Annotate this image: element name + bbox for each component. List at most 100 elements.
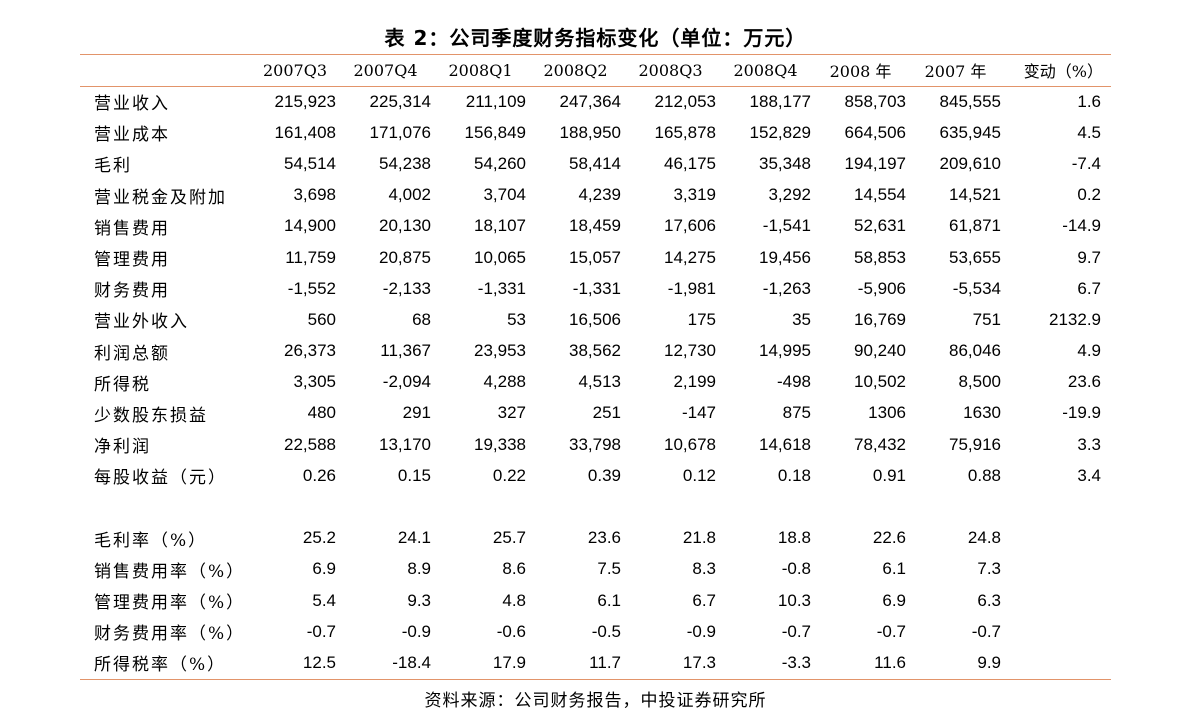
table-cell: 17.3 bbox=[682, 652, 716, 672]
table-cell: 209,610 bbox=[939, 153, 1001, 173]
table-cell: 20,875 bbox=[379, 247, 431, 267]
table-cell: 8.6 bbox=[502, 559, 526, 579]
table-cell: 25.2 bbox=[302, 528, 336, 548]
table-cell: 0.12 bbox=[682, 465, 716, 485]
table-cell: 24.1 bbox=[397, 528, 431, 548]
table-cell: 26,373 bbox=[284, 341, 336, 361]
table-cell: 61,871 bbox=[949, 216, 1001, 236]
table-cell: 4.9 bbox=[1077, 341, 1101, 361]
row-label: 营业外收入 bbox=[94, 312, 189, 333]
table-cell: 845,555 bbox=[939, 91, 1001, 111]
table-cell: 171,076 bbox=[369, 122, 431, 142]
column-header-2007q4: 2007Q4 bbox=[353, 60, 418, 80]
table-cell: 3.3 bbox=[1077, 434, 1101, 454]
table-cell: -1,541 bbox=[762, 216, 811, 236]
table-cell: 3.4 bbox=[1077, 465, 1101, 485]
table-cell: 0.91 bbox=[872, 465, 906, 485]
row-label: 财务费用 bbox=[94, 281, 170, 302]
table-cell: 11.7 bbox=[589, 652, 621, 672]
table-cell: 58,853 bbox=[854, 247, 906, 267]
table-cell: 212,053 bbox=[654, 91, 716, 111]
column-header-label bbox=[80, 54, 252, 86]
table-cell bbox=[1003, 616, 1111, 647]
section-spacer bbox=[80, 491, 1111, 522]
table-cell: 8,500 bbox=[958, 372, 1001, 392]
table-cell: 10,502 bbox=[854, 372, 906, 392]
table-cell: 6.7 bbox=[1077, 278, 1101, 298]
table-cell: 152,829 bbox=[749, 122, 811, 142]
table-cell: 664,506 bbox=[844, 122, 906, 142]
table-cell: 3,704 bbox=[483, 185, 526, 205]
table-cell: 20,130 bbox=[379, 216, 431, 236]
table-cell: 0.22 bbox=[492, 465, 526, 485]
table-cell bbox=[1003, 523, 1111, 554]
table-cell: 0.26 bbox=[302, 465, 336, 485]
table-cell: 6.7 bbox=[692, 590, 716, 610]
table-row: 财务费用-1,552-2,133-1,331-1,331-1,981-1,263… bbox=[80, 273, 1111, 304]
table-cell: -14.9 bbox=[1062, 216, 1101, 236]
table-cell: 52,631 bbox=[854, 216, 906, 236]
table-cell: 68 bbox=[412, 309, 431, 329]
table-cell: -1,552 bbox=[287, 278, 336, 298]
row-label: 管理费用 bbox=[94, 250, 170, 271]
table-cell: 12.5 bbox=[302, 652, 336, 672]
table-cell: -498 bbox=[776, 372, 811, 392]
table-cell: -0.6 bbox=[496, 621, 526, 641]
table-cell: 15,057 bbox=[569, 247, 621, 267]
table-cell: 14,995 bbox=[759, 341, 811, 361]
column-header-2008q2: 2008Q2 bbox=[543, 60, 608, 80]
table-cell: -5,906 bbox=[857, 278, 906, 298]
row-label: 所得税 bbox=[94, 374, 151, 395]
table-cell: 0.39 bbox=[587, 465, 621, 485]
ratio-row: 财务费用率（%）-0.7-0.9-0.6-0.5-0.9-0.7-0.7-0.7 bbox=[80, 616, 1111, 647]
table-cell: 1630 bbox=[963, 403, 1001, 423]
table-cell: 35,348 bbox=[759, 153, 811, 173]
table-cell: 10.3 bbox=[777, 590, 811, 610]
row-label: 营业成本 bbox=[94, 125, 170, 146]
table-cell: 75,916 bbox=[949, 434, 1001, 454]
source-note: 资料来源：公司财务报告，中投证券研究所 bbox=[424, 691, 767, 711]
table-cell: 875 bbox=[782, 403, 811, 423]
table-cell: -0.9 bbox=[686, 621, 716, 641]
table-cell: 14,521 bbox=[949, 185, 1001, 205]
row-label: 净利润 bbox=[94, 437, 151, 458]
table-cell: 14,900 bbox=[284, 216, 336, 236]
table-cell: 0.18 bbox=[777, 465, 811, 485]
table-cell: 156,849 bbox=[464, 122, 526, 142]
table-cell: 480 bbox=[307, 403, 336, 423]
table-cell: -0.7 bbox=[781, 621, 811, 641]
table-cell: -18.4 bbox=[392, 652, 431, 672]
table-cell: -0.8 bbox=[781, 559, 811, 579]
table-cell: 11,367 bbox=[380, 341, 431, 361]
table-cell: 17,606 bbox=[664, 216, 716, 236]
table-cell: 18,107 bbox=[474, 216, 526, 236]
table-cell: 291 bbox=[402, 403, 431, 423]
table-cell: 635,945 bbox=[939, 122, 1001, 142]
table-cell: 13,170 bbox=[379, 434, 431, 454]
table-cell: -1,331 bbox=[572, 278, 621, 298]
table-cell: 2,199 bbox=[673, 372, 716, 392]
table-cell: 24.8 bbox=[967, 528, 1001, 548]
table-cell: 4,239 bbox=[578, 185, 621, 205]
row-label: 财务费用率（%） bbox=[94, 624, 246, 645]
table-cell: 54,514 bbox=[284, 153, 336, 173]
table-cell: 25.7 bbox=[492, 528, 526, 548]
table-cell: 1306 bbox=[868, 403, 906, 423]
row-label: 营业税金及附加 bbox=[94, 187, 227, 208]
table-cell: 560 bbox=[307, 309, 336, 329]
table-cell: 6.1 bbox=[597, 590, 621, 610]
header-rule bbox=[80, 86, 1111, 87]
table-cell: 8.9 bbox=[407, 559, 431, 579]
table-cell: 14,554 bbox=[854, 185, 906, 205]
row-label: 每股收益（元） bbox=[94, 468, 227, 489]
table-cell: 188,177 bbox=[749, 91, 811, 111]
table-cell: 22,588 bbox=[284, 434, 336, 454]
column-header-2007q3: 2007Q3 bbox=[262, 60, 327, 80]
table-cell: 3,319 bbox=[673, 185, 716, 205]
table-cell: 33,798 bbox=[569, 434, 621, 454]
